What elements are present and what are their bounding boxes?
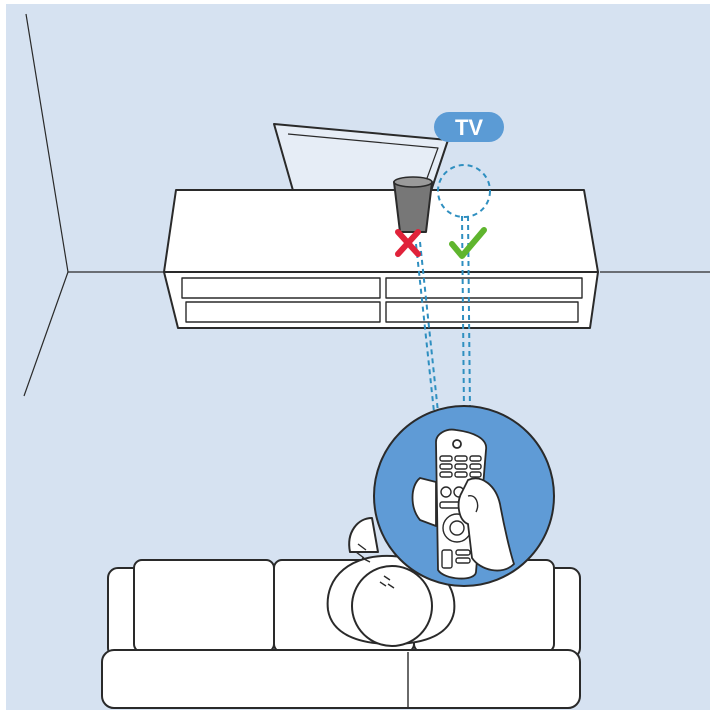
obstacle-vase xyxy=(394,177,432,232)
remote-zoom-callout xyxy=(374,406,554,586)
tv-badge-label: TV xyxy=(455,115,483,140)
illustration-canvas: TV xyxy=(6,4,710,710)
person-head xyxy=(352,566,432,646)
tv-badge: TV xyxy=(434,112,504,142)
remote-aiming-illustration: TV xyxy=(6,4,710,710)
remote-power-button xyxy=(453,440,461,448)
tv-cabinet xyxy=(164,190,598,328)
